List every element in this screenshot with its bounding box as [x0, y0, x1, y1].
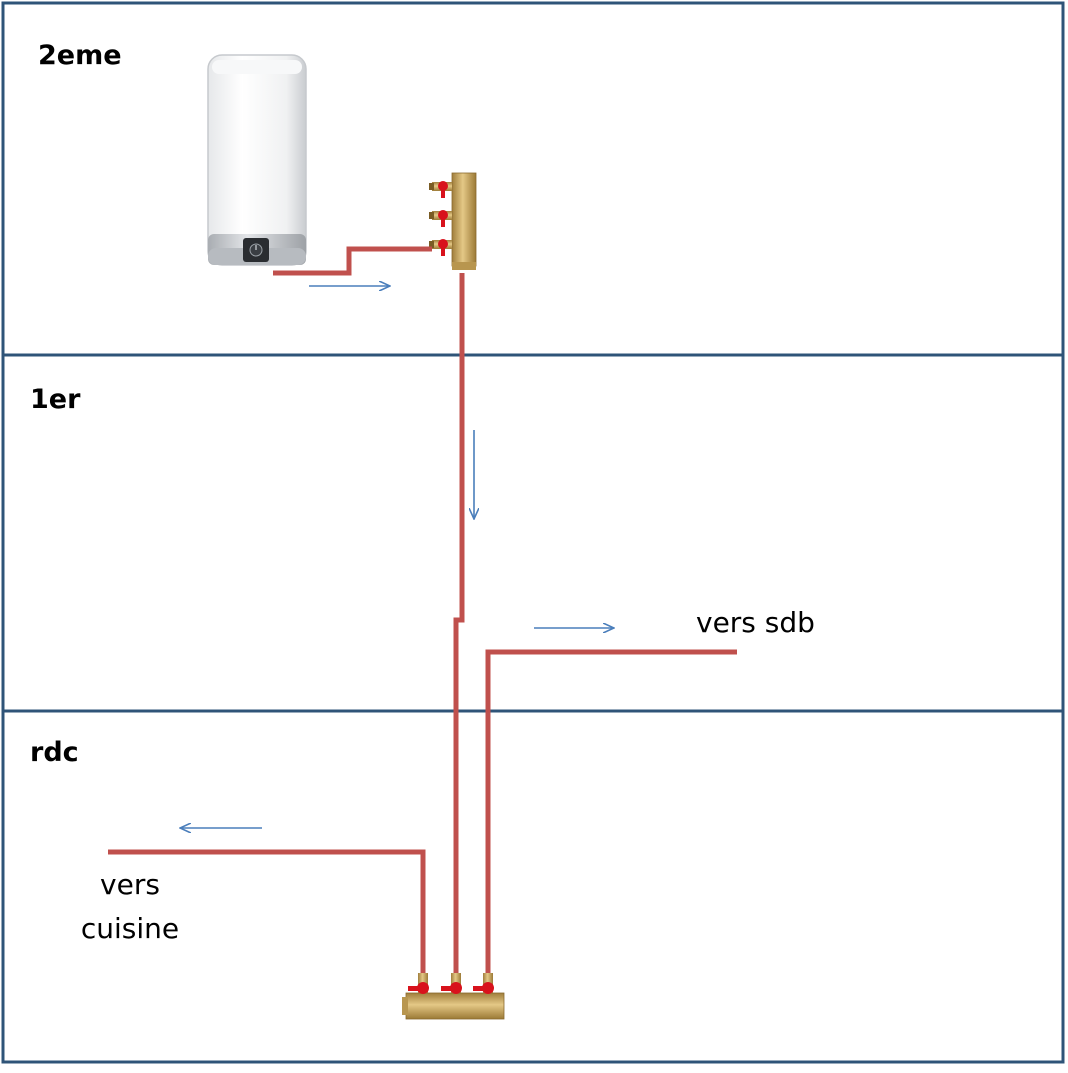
pipe-to-cuisine [108, 849, 426, 975]
pipe-to-sdb [485, 649, 737, 975]
floor-label-1er: 1er [30, 384, 81, 415]
pipe-riser [453, 273, 465, 975]
pipes [108, 246, 737, 975]
destination-label-cuisine: vers cuisine [60, 863, 200, 951]
flow-arrows [180, 286, 614, 828]
destination-label-cuisine-line2: cuisine [80, 912, 180, 945]
water-heater-icon [207, 54, 307, 266]
manifold-bottom-icon [402, 973, 505, 1020]
floor-label-2eme: 2eme [38, 40, 122, 71]
destination-label-sdb: vers sdb [696, 606, 815, 639]
destination-label-cuisine-line1: vers [100, 868, 160, 901]
floor-label-rdc: rdc [30, 737, 79, 768]
manifold-top-icon [429, 172, 477, 270]
pipe-heater-to-manifold [273, 246, 432, 276]
